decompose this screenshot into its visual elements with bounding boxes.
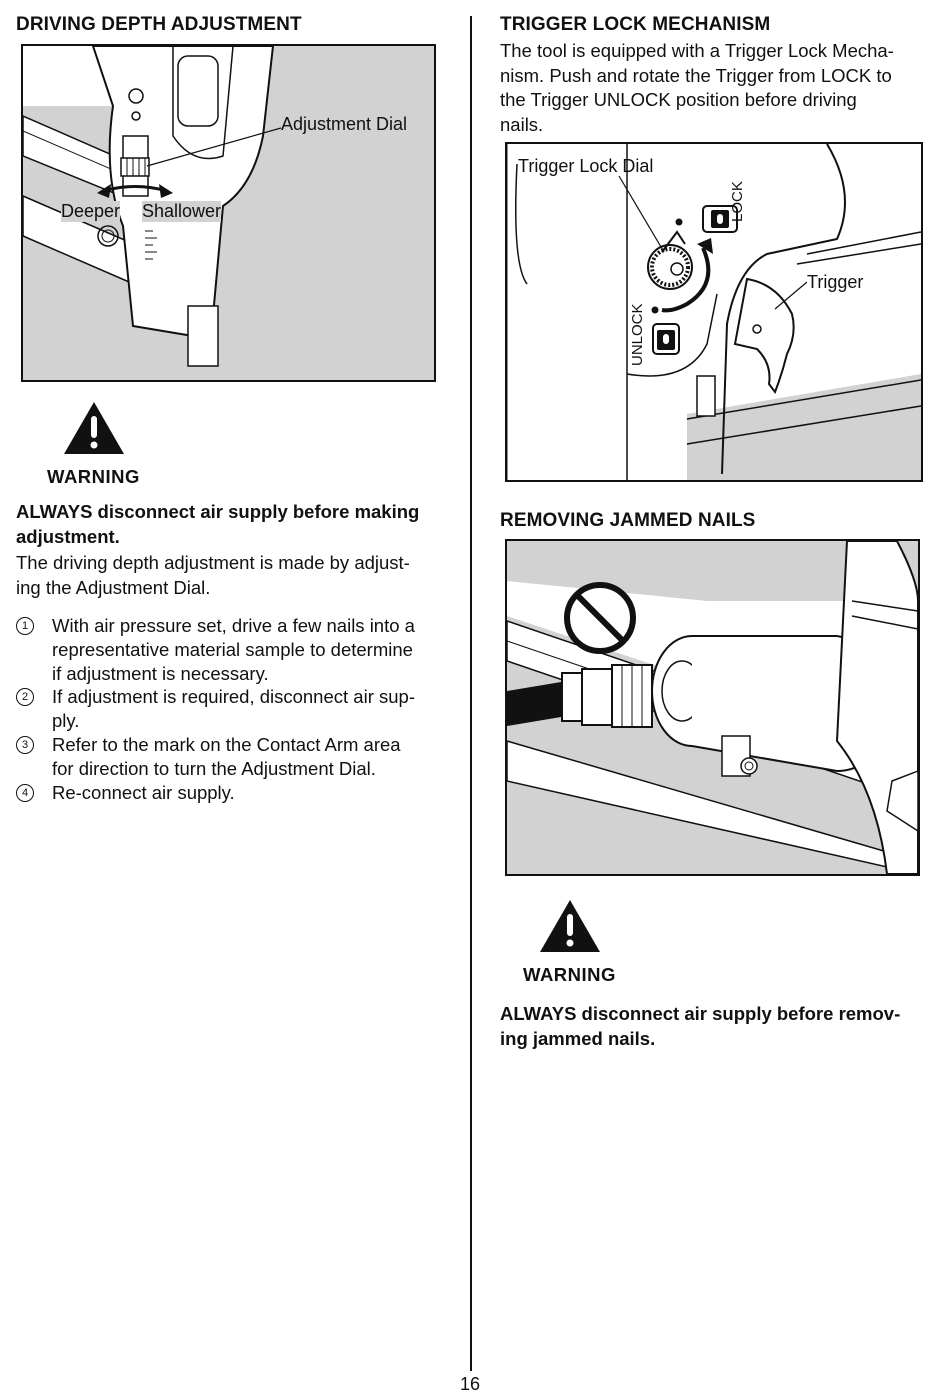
deeper-label: Deeper: [61, 201, 121, 222]
step-line: ply.: [52, 710, 80, 732]
intro-line: The tool is equipped with a Trigger Lock…: [500, 40, 894, 61]
trigger-lock-paragraph: The tool is equipped with a Trigger Lock…: [500, 39, 940, 137]
intro-line: nails.: [500, 113, 544, 135]
intro-line: ing the Adjustment Dial.: [16, 576, 211, 598]
column-divider: [470, 16, 472, 1371]
intro-paragraph: The driving depth adjustment is made by …: [16, 551, 456, 600]
step-line: With air pressure set, drive a few nails…: [52, 615, 415, 636]
shallower-label: Shallower: [142, 201, 222, 222]
step-line: for direction to turn the Adjustment Dia…: [52, 757, 376, 779]
nailer-contact-arm-illustration: [23, 46, 434, 380]
step-line: Refer to the mark on the Contact Arm are…: [52, 733, 401, 755]
warning-text-line: ing jammed nails.: [500, 1027, 656, 1049]
trigger-lock-illustration: [507, 144, 921, 480]
intro-line: nism. Push and rotate the Trigger from L…: [500, 64, 892, 86]
trigger-lock-figure: Trigger Lock Dial LOCK UNLOCK Trigger: [505, 142, 923, 482]
trigger-lock-dial-label: Trigger Lock Dial: [518, 156, 654, 176]
warning-triangle-icon: [540, 900, 600, 952]
warning-label: WARNING: [523, 964, 616, 985]
disconnect-hose-illustration: [507, 541, 918, 874]
warning-text-line: adjustment.: [16, 525, 120, 547]
section-heading-trigger-lock: TRIGGER LOCK MECHANISM: [500, 14, 771, 35]
intro-line: the Trigger UNLOCK position before drivi…: [500, 89, 857, 110]
step-line: If adjustment is required, disconnect ai…: [52, 686, 415, 708]
jammed-nails-figure: [505, 539, 920, 876]
adjustment-dial-label: Adjustment Dial: [281, 114, 408, 134]
step-number: 3: [16, 735, 34, 754]
warning-label: WARNING: [47, 466, 140, 487]
lock-label: LOCK: [729, 181, 746, 222]
trigger-label: Trigger: [807, 272, 864, 293]
list-item: 3 Refer to the mark on the Contact Arm a…: [16, 733, 456, 781]
intro-line: The driving depth adjustment is made by …: [16, 552, 410, 573]
unlock-label: UNLOCK: [629, 303, 646, 366]
warning-text: ALWAYS disconnect air supply before maki…: [16, 500, 456, 549]
step-line: if adjustment is necessary.: [52, 662, 269, 684]
list-item: 4 Re-connect air supply.: [16, 781, 456, 805]
step-number: 4: [16, 783, 34, 802]
steps-list: 1 With air pressure set, drive a few nai…: [16, 614, 456, 804]
page-number: 16: [460, 1374, 481, 1394]
list-item: 1 With air pressure set, drive a few nai…: [16, 614, 456, 685]
step-line: Re-connect air supply.: [52, 781, 235, 803]
driving-depth-figure: Adjustment Dial Deeper Shallower: [21, 44, 436, 382]
section-heading-driving-depth: DRIVING DEPTH ADJUSTMENT: [16, 14, 302, 35]
warning-triangle-icon: [64, 402, 124, 454]
section-heading-jammed-nails: REMOVING JAMMED NAILS: [500, 510, 756, 531]
step-line: representative material sample to determ…: [52, 638, 413, 660]
list-item: 2 If adjustment is required, disconnect …: [16, 685, 456, 733]
warning-text-line: ALWAYS disconnect air supply before remo…: [500, 1003, 901, 1024]
step-number: 2: [16, 688, 34, 707]
warning-text-line: ALWAYS disconnect air supply before maki…: [16, 501, 420, 522]
step-number: 1: [16, 617, 34, 635]
jammed-warning-text: ALWAYS disconnect air supply before remo…: [500, 1002, 940, 1051]
